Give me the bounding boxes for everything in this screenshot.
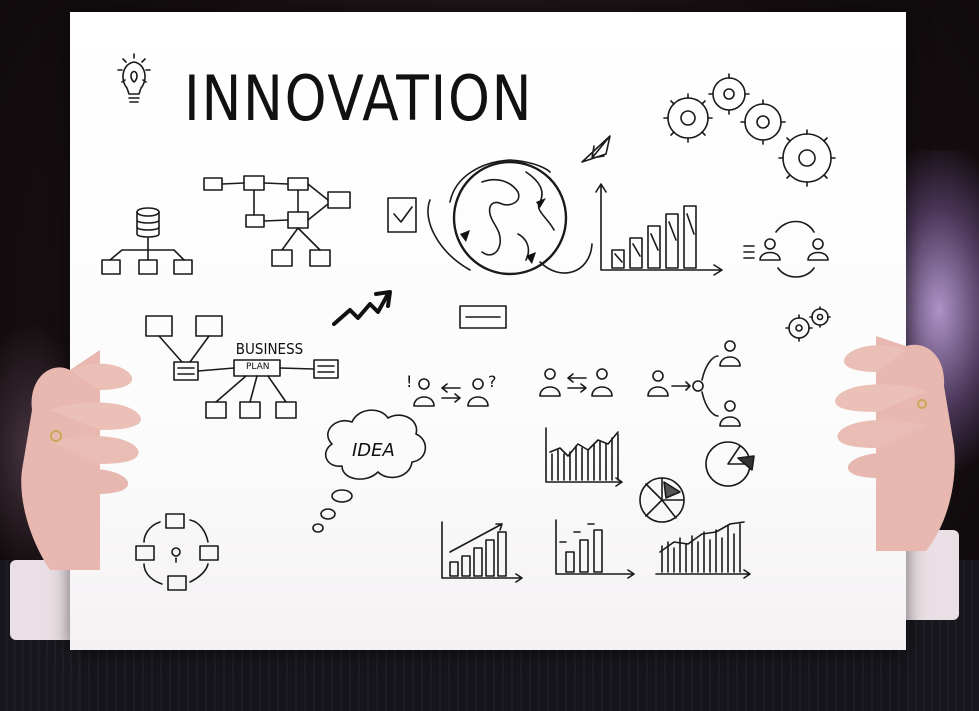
plan-label: PLAN (246, 362, 270, 372)
bar-chart-icon-4 (655, 521, 751, 579)
cursor-arrow-icon (581, 135, 611, 163)
question-mark: ? (488, 372, 497, 391)
gear-icon-small (785, 306, 831, 342)
bar-chart-icon-3 (555, 519, 635, 579)
database-icon (101, 207, 193, 275)
business-label: BUSINESS (235, 340, 304, 358)
sketch-layer (101, 53, 836, 591)
checkbox-icon (387, 197, 417, 233)
trend-arrow-icon (332, 290, 392, 326)
board-title: INNOVATION (184, 62, 534, 135)
gear-icon (663, 73, 836, 187)
left-shirt-cuff (10, 560, 80, 640)
card-icon (459, 305, 507, 329)
lightbulb-icon (117, 53, 151, 103)
people-exchange-icon-2 (539, 368, 613, 397)
people-exchange-icon (743, 220, 829, 278)
bar-chart-icon-2 (441, 521, 523, 583)
cycle-diagram-icon (135, 513, 219, 591)
bar-chart-icon (595, 183, 723, 276)
flowchart-icon (203, 175, 351, 267)
left-hand (21, 350, 141, 570)
business-plan-diagram (145, 315, 339, 419)
globe-icon (427, 159, 593, 276)
right-hand (835, 336, 955, 551)
people-network-icon (647, 340, 741, 427)
exclaim-mark: ! (406, 372, 413, 391)
line-bar-chart-icon (545, 427, 623, 487)
whiteboard-sign: INNOVATION BUSINESS PLAN IDEA ! ? (70, 12, 906, 650)
thought-cloud-icon (312, 409, 427, 533)
idea-label: IDEA (352, 440, 395, 461)
pie-chart-icon (639, 441, 755, 523)
people-exchange-icon-1 (413, 378, 489, 407)
